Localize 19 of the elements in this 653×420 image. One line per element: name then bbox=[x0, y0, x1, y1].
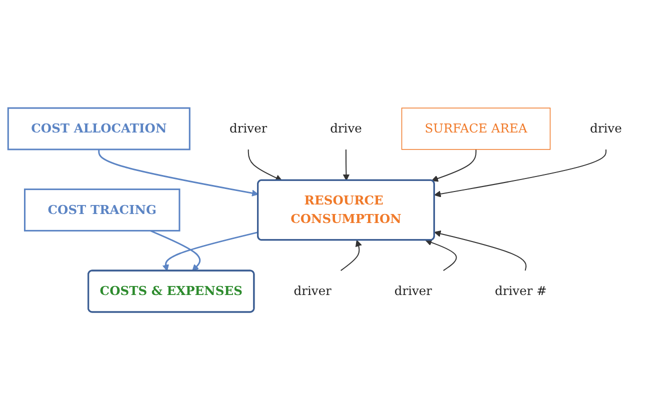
arrow bbox=[434, 148, 606, 198]
node-text: driver bbox=[294, 284, 332, 298]
node-text: driver bbox=[230, 121, 268, 136]
arrow bbox=[342, 148, 350, 181]
arrow bbox=[150, 230, 201, 272]
arrow bbox=[434, 230, 527, 272]
node-box: SURFACE AREA bbox=[401, 108, 551, 150]
arrow bbox=[98, 149, 259, 196]
arrow bbox=[425, 239, 457, 272]
arrow bbox=[248, 148, 282, 181]
node-text: driver # bbox=[494, 284, 547, 298]
node-text: drive bbox=[590, 121, 622, 136]
node-text: drive bbox=[330, 121, 362, 136]
arrow bbox=[340, 240, 362, 272]
node-text: driver bbox=[394, 284, 432, 298]
arrow bbox=[162, 231, 258, 272]
arrow bbox=[432, 148, 476, 182]
node-box: COST ALLOCATION bbox=[7, 107, 190, 150]
node-box: COST TRACING bbox=[24, 188, 180, 232]
